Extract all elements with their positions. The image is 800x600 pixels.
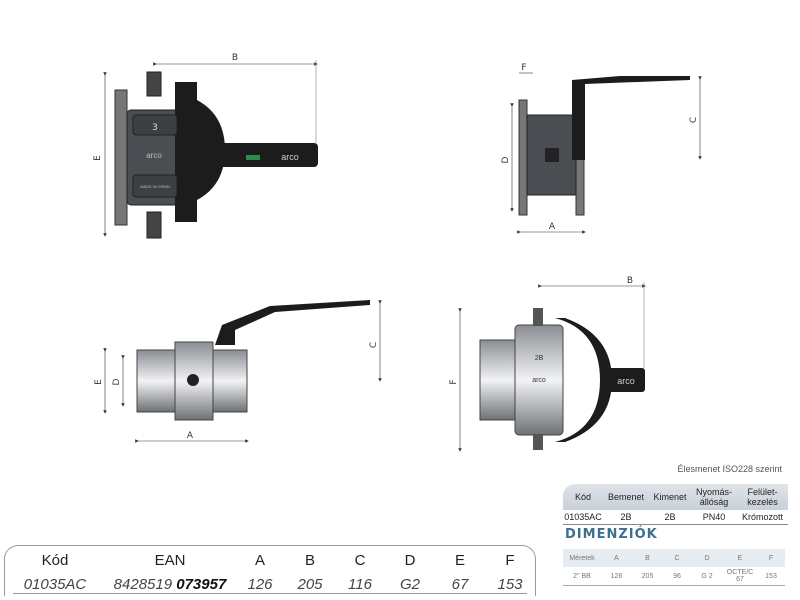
col-header: A: [254, 551, 265, 569]
col-header: C: [354, 551, 366, 569]
value-a: 126: [247, 575, 273, 593]
dim-cell: 153: [765, 572, 777, 580]
col-header: F: [505, 551, 515, 569]
spec-cell: Krómozott: [741, 512, 783, 522]
dim-header: E: [737, 554, 743, 562]
dim-cell: 126: [610, 572, 623, 580]
handle-brand: arco: [617, 376, 635, 386]
dim-header: D: [704, 554, 710, 562]
dim-f-label: F: [521, 63, 526, 73]
dim-b-label: B: [232, 53, 238, 63]
value-f: 153: [497, 575, 523, 593]
product-code: 01035AC: [23, 575, 87, 593]
col-header: Kód: [41, 551, 69, 569]
dim-cell: 205: [641, 572, 654, 580]
dim-a-label: A: [549, 222, 556, 232]
dim-d-label: D: [112, 378, 122, 385]
product-table: Kód EAN A B C D E F 01035AC 8428519 0739…: [4, 545, 536, 596]
dimensions-table: Méretek A B C D E F 2" BB 126 205 96 G 2…: [563, 549, 785, 586]
technical-drawings: 3 arco MADE IN SPAIN arco B E F C D A C …: [93, 53, 702, 452]
dim-a-label: A: [187, 431, 194, 441]
dim-c-label: C: [689, 117, 699, 123]
dim-e-label: E: [94, 379, 104, 385]
spec-cell: 2B: [664, 512, 676, 522]
value-d: G2: [399, 575, 420, 593]
drawing-rear-view: 2B arco arco B F: [449, 276, 646, 452]
value-e: 67: [451, 575, 469, 593]
col-header: B: [304, 551, 315, 569]
dim-cell: G 2: [701, 572, 713, 580]
spec-table-header: Kód Bemenet Kimenet Nyomás-állóság Felül…: [563, 484, 788, 510]
drawing-side-view: F C D A: [501, 63, 702, 234]
dim-f-label: F: [449, 379, 459, 384]
value-c: 116: [348, 575, 372, 593]
dim-header: Méretek: [569, 554, 595, 562]
dim-cell: OCTE/C 67: [726, 569, 754, 583]
drawing-front-view: C E D A: [94, 300, 382, 443]
spec-cell: 2B: [620, 512, 632, 522]
col-header: EAN: [154, 551, 186, 569]
dim-header: A: [614, 554, 619, 562]
dim-e-label: E: [93, 155, 103, 161]
spec-table: Kód Bemenet Kimenet Nyomás-állóság Felül…: [563, 484, 788, 525]
thread-standard-note: Élesmenet ISO228 szerint: [677, 464, 782, 474]
value-b: 205: [297, 575, 323, 593]
table-row: 2" BB 126 205 96 G 2 OCTE/C 67 153: [563, 567, 785, 586]
dim-cell: 2" BB: [573, 572, 591, 580]
product-table-header: Kód EAN A B C D E F: [5, 550, 535, 570]
dim-header: C: [674, 554, 680, 562]
spec-header: Bemenet: [607, 492, 645, 502]
dimensions-header: Méretek A B C D E F: [563, 549, 785, 567]
col-header: E: [454, 551, 465, 569]
made-in-label: MADE IN SPAIN: [140, 184, 170, 189]
brand-logo: arco: [532, 377, 546, 384]
handle-brand: arco: [281, 152, 299, 162]
body-number: 2B: [535, 355, 544, 362]
dim-c-label: C: [369, 342, 379, 348]
spec-header: Kód: [574, 492, 591, 502]
dim-b-label: B: [627, 276, 633, 286]
spec-header: Nyomás-állóság: [695, 487, 732, 507]
dim-d-label: D: [501, 156, 511, 163]
ean-code: 8428519 073957: [105, 576, 235, 593]
brand-logo: arco: [146, 151, 162, 160]
spec-cell: 01035AC: [564, 512, 602, 522]
drawing-top-view: 3 arco MADE IN SPAIN arco B E: [93, 53, 318, 239]
spec-header: Kimenet: [653, 492, 687, 502]
body-number: 3: [152, 123, 158, 133]
dim-cell: 96: [673, 572, 681, 580]
spec-cell: PN40: [702, 512, 726, 522]
ean-suffix: 073957: [176, 575, 227, 593]
dimensions-title: DIMENZIÓK: [565, 527, 658, 542]
ean-prefix: 8428519: [113, 575, 173, 593]
dim-header: F: [768, 554, 774, 562]
table-row: 01035AC 8428519 073957 126 205 116 G2 67…: [5, 574, 535, 594]
table-row: 01035AC 2B 2B PN40 Krómozott: [563, 510, 788, 525]
col-header: D: [404, 551, 416, 569]
dim-header: B: [645, 554, 650, 562]
divider: [13, 593, 527, 594]
spec-header: Felület-kezelés: [747, 487, 778, 507]
